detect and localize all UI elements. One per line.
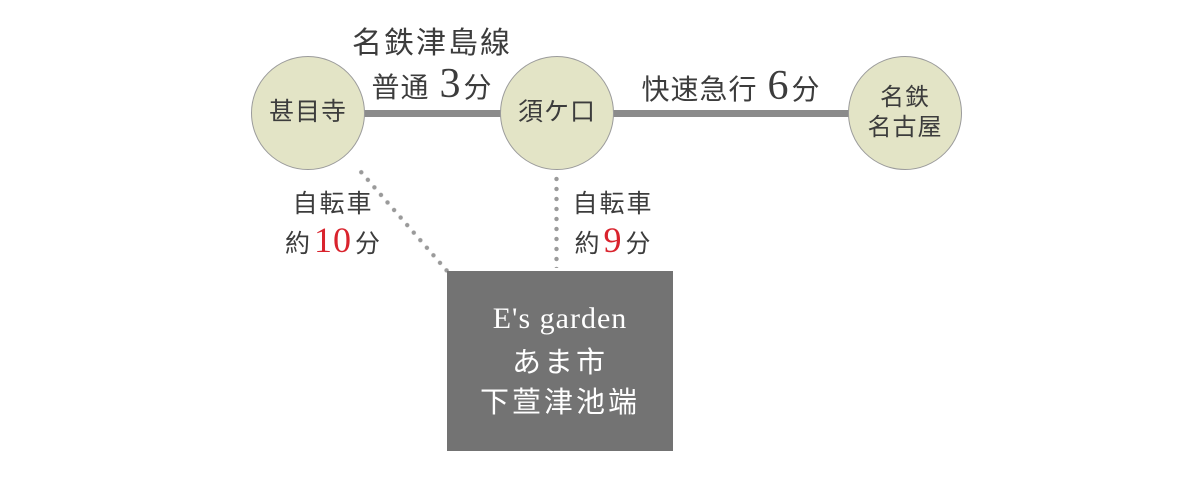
- bicycle-mode: 自転車: [572, 191, 654, 218]
- minutes-value: 3: [439, 61, 462, 107]
- segment-label-rapid-express: 快速急行 6分: [601, 64, 861, 108]
- minutes-value: 9: [603, 220, 623, 260]
- service-type: 普通: [371, 73, 430, 104]
- station-name: 甚目寺: [268, 99, 347, 127]
- segment-time: 快速急行 6分: [601, 64, 861, 108]
- minutes-unit: 分: [625, 231, 652, 258]
- approx-prefix: 約: [284, 231, 311, 258]
- station-meitetsu-nagoya: 名鉄 名古屋: [848, 56, 962, 170]
- line-name: 名鉄津島線: [352, 27, 512, 60]
- segment-time: 普通 3分: [302, 62, 562, 106]
- minutes-value: 6: [767, 63, 790, 109]
- station-name-line-1: 名鉄: [880, 85, 930, 111]
- segment-label-tsushima-line: 名鉄津島線 普通 3分: [302, 26, 562, 106]
- approx-prefix: 約: [574, 231, 601, 258]
- station-name-line-2: 名古屋: [867, 115, 943, 141]
- service-type: 快速急行: [641, 75, 758, 106]
- bicycle-route-dotted-line-2: [554, 174, 559, 268]
- address-line-1: あま市: [511, 347, 608, 380]
- station-sukaguchi: 須ケ口: [500, 56, 614, 170]
- brand-name: E's garden: [492, 302, 628, 336]
- station-name: 須ケ口: [517, 99, 596, 127]
- minutes-unit: 分: [463, 73, 493, 104]
- minutes-unit: 分: [791, 75, 821, 106]
- destination-box: E's garden あま市 下萱津池端: [447, 271, 673, 451]
- station-jimokuji: 甚目寺: [251, 56, 365, 170]
- bicycle-mode: 自転車: [292, 191, 374, 218]
- address-line-2: 下萱津池端: [479, 386, 640, 419]
- minutes-value: 10: [314, 220, 352, 260]
- minutes-unit: 分: [355, 231, 382, 258]
